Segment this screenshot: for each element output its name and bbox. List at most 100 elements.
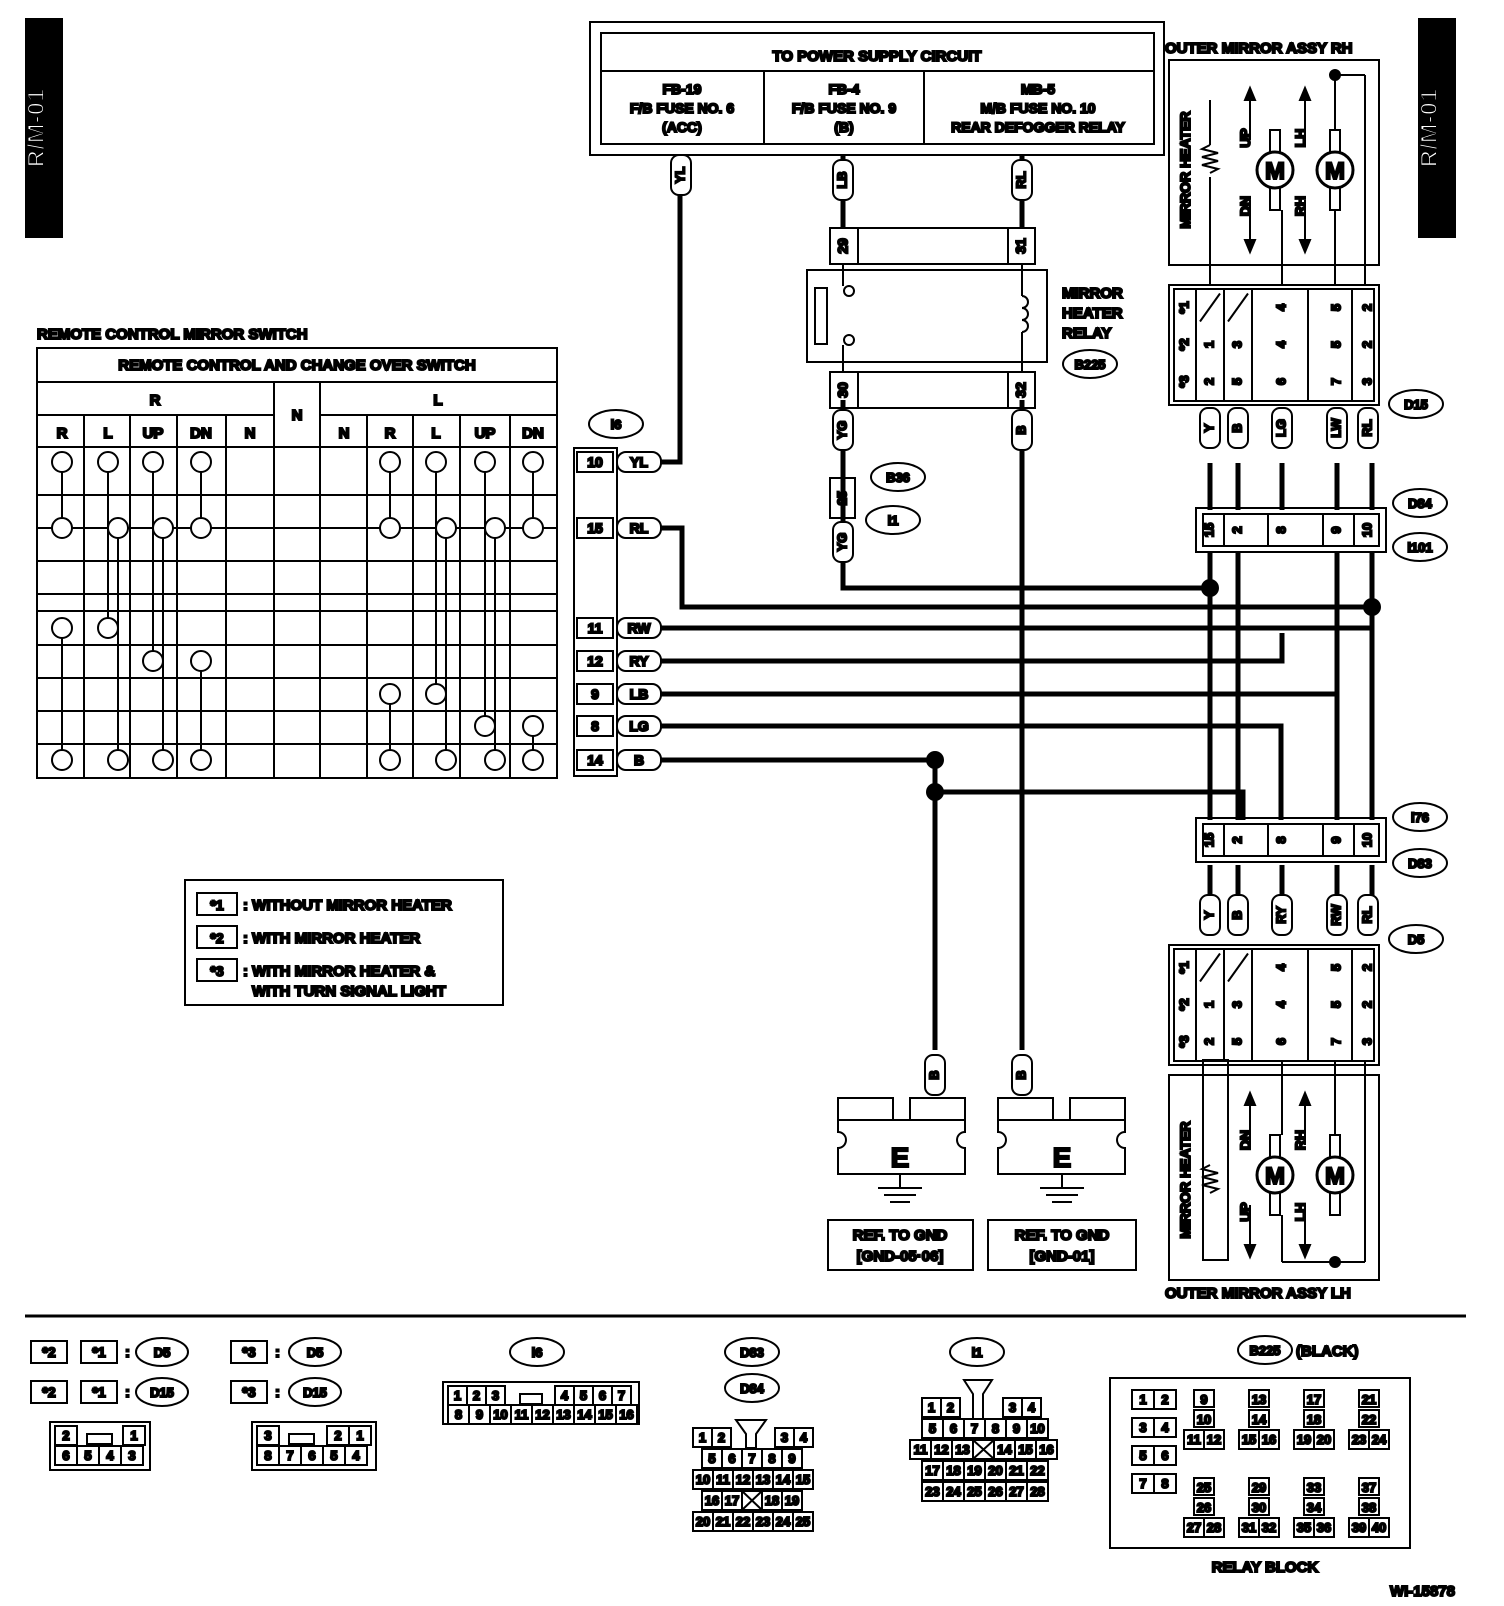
i1v-4: 4: [1028, 1400, 1036, 1415]
i6vb-9: 9: [476, 1407, 483, 1422]
b225v-29: 29: [1252, 1480, 1266, 1495]
lh-table-pin-0-3: 5: [1328, 964, 1343, 971]
i101-label: i101: [1407, 540, 1432, 555]
cv1b-6: 6: [62, 1448, 69, 1463]
rh-colors-0: Y: [1201, 423, 1216, 432]
fuse-1-id: FB-19: [663, 81, 702, 97]
b225v-5: 5: [1139, 1448, 1146, 1463]
i6-wire-RL: RL: [630, 520, 649, 536]
i6vb-11: 11: [515, 1407, 529, 1422]
i6vb-13: 13: [556, 1407, 570, 1422]
i6vb-14: 14: [577, 1407, 592, 1422]
b225v-9: 9: [1200, 1392, 1207, 1407]
relay-name-1: MIRROR: [1062, 285, 1123, 302]
mirror-rh-up: UP: [1237, 128, 1253, 147]
b225v-23: 23: [1352, 1432, 1366, 1447]
legend-key-2: *2: [210, 930, 223, 946]
b225v-31: 31: [1242, 1520, 1256, 1535]
switch-title: REMOTE CONTROL MIRROR SWITCH: [37, 326, 308, 343]
i6-wire-YL: YL: [630, 454, 648, 470]
b225v-33: 33: [1307, 1480, 1321, 1495]
i1v-23: 23: [925, 1484, 939, 1499]
fuse-3-source: REAR DEFOGGER RELAY: [951, 119, 1125, 135]
i6-wire-LG: LG: [629, 718, 649, 734]
i6vb-8: 8: [455, 1407, 462, 1422]
fuse-2-source: (B): [834, 119, 853, 135]
cv1b-4: 4: [106, 1448, 114, 1463]
i1v-16: 16: [1039, 1442, 1053, 1457]
i1v-27: 27: [1009, 1484, 1023, 1499]
d83v-9: 9: [788, 1451, 795, 1466]
cv2b-4: 4: [352, 1448, 360, 1463]
cv1-colon-2: :: [125, 1384, 130, 1401]
b225v-4: 4: [1161, 1420, 1169, 1435]
cv1-c1: D5: [154, 1345, 171, 1360]
switch-subtitle: REMOTE CONTROL AND CHANGE OVER SWITCH: [118, 357, 476, 374]
b225v-15: 15: [1242, 1432, 1256, 1447]
wire-harness: [661, 155, 1375, 1050]
lh-table-pin-2-4: 3: [1359, 1038, 1374, 1045]
rh-table-rowlabel-0: *1: [1176, 301, 1191, 313]
d83v-3: 3: [781, 1430, 788, 1445]
cv2b-7: 7: [286, 1448, 293, 1463]
b225v-20: 20: [1317, 1432, 1331, 1447]
lh-colors-1: B: [1229, 910, 1244, 919]
rh-table-pin-0-3: 5: [1328, 304, 1343, 311]
cv2-c2: D15: [303, 1385, 327, 1400]
j1-pins-2: 8: [1273, 526, 1288, 533]
i76-label: i76: [1411, 810, 1429, 825]
d83v-18: 18: [765, 1493, 779, 1508]
mirror-rh-motor-2: M: [1325, 158, 1345, 185]
relay-name-3: RELAY: [1062, 325, 1111, 342]
switch-col-7: L: [431, 425, 440, 442]
cv1-colon-1: :: [125, 1344, 130, 1361]
i1v-24: 24: [946, 1484, 961, 1499]
i6vb-15: 15: [598, 1407, 612, 1422]
b225v-22: 22: [1362, 1412, 1376, 1427]
i1v-14: 14: [997, 1442, 1012, 1457]
i6-pin-15: 15: [587, 520, 603, 536]
mirror-rh-rh: RH: [1292, 196, 1308, 216]
legend-text-3b: WITH TURN SIGNAL LIGHT: [252, 983, 446, 1000]
d5-label: D5: [1408, 932, 1425, 947]
lh-colors-2: RY: [1273, 906, 1288, 924]
lh-table-rowlabel-0: *1: [1176, 961, 1191, 973]
d83v-7: 7: [748, 1451, 755, 1466]
fuse-3-id: MB-5: [1021, 81, 1055, 97]
lh-table-pin-2-1: 5: [1229, 1038, 1244, 1045]
d83v-19: 19: [785, 1493, 799, 1508]
switch-col-5: N: [339, 425, 350, 442]
i6-pin-12: 12: [587, 653, 603, 669]
b225v-2: 2: [1161, 1392, 1168, 1407]
i1v-20: 20: [988, 1463, 1002, 1478]
i1v-26: 26: [988, 1484, 1002, 1499]
i1v-1: 1: [928, 1400, 935, 1415]
power-supply-title: TO POWER SUPPLY CIRCUIT: [773, 48, 982, 65]
cv1-key-b1: *1: [92, 1344, 105, 1360]
page-id-right-text: R/M-01: [1416, 89, 1443, 168]
cv1-1: 1: [130, 1428, 137, 1443]
mirror-rh-heater-label: MIRROR HEATER: [1177, 111, 1193, 228]
b225v-11: 11: [1187, 1432, 1201, 1447]
j2-pins-4: 10: [1359, 833, 1374, 847]
d83v-8: 8: [768, 1451, 775, 1466]
legend: *1 : WITHOUT MIRROR HEATER *2 : WITH MIR…: [184, 879, 504, 1006]
lh-table-pin-2-3: 7: [1328, 1038, 1343, 1045]
i1v-22: 22: [1030, 1463, 1044, 1478]
figure-number: WI-15878: [1390, 1583, 1455, 1600]
rh-table-pin-0-2: 4: [1273, 303, 1288, 311]
legend-text-1: : WITHOUT MIRROR HEATER: [243, 897, 452, 914]
d84-label: D84: [1408, 496, 1433, 511]
lh-table-pin-1-0: 1: [1201, 1001, 1216, 1008]
lh-table-rowlabel-2: *3: [1176, 1035, 1191, 1047]
rh-table-pin-2-3: 7: [1328, 378, 1343, 385]
switch-group-n: N: [292, 407, 303, 424]
lh-table-pin-0-4: 2: [1359, 964, 1374, 971]
lh-table-pin-1-3: 5: [1328, 1001, 1343, 1008]
i6-wire-RY: RY: [630, 653, 650, 669]
remote-control-mirror-switch: REMOTE CONTROL MIRROR SWITCH REMOTE CONT…: [36, 325, 558, 779]
